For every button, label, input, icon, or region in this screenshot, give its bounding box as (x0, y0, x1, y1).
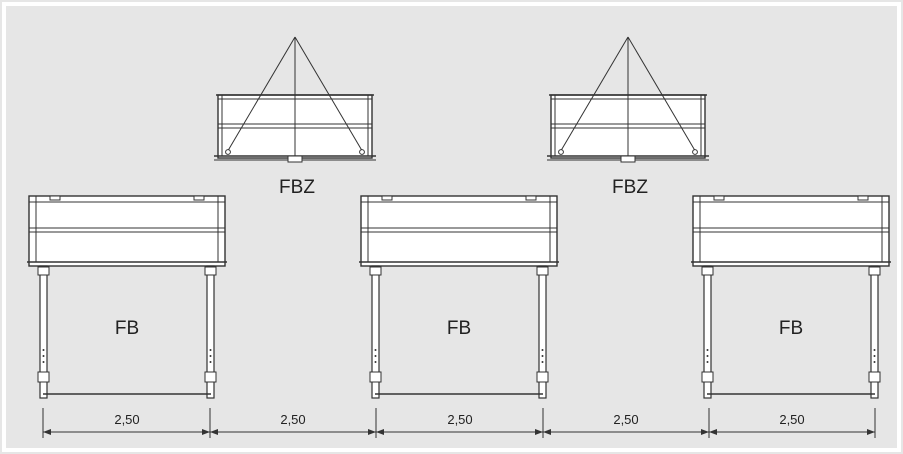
fb-label: FB (115, 318, 139, 339)
fb-support-leg-left (703, 265, 712, 399)
fb-platform-unit-2: FB (359, 195, 559, 399)
fb-support-leg-left (371, 265, 380, 399)
dimension-arrowhead (535, 429, 543, 435)
fb-pin-hole (374, 355, 377, 357)
fbz-label: FBZ (612, 177, 648, 198)
fbz-label: FBZ (279, 177, 315, 198)
fb-clamp-right-bottom (204, 371, 217, 383)
dimension-arrowhead (43, 429, 51, 435)
fb-clamp-right-top (204, 266, 217, 276)
fb-toe-clip-right (193, 195, 205, 201)
fb-clamp-left-bottom (701, 371, 714, 383)
fb-platform-unit-3: FB (691, 195, 891, 399)
fb-platform-unit-1: FB (27, 195, 227, 399)
fb-label: FB (779, 318, 803, 339)
dimension-arrowhead (701, 429, 709, 435)
dimension-value: 2,50 (280, 412, 305, 427)
fb-guardrail-frame (692, 195, 890, 267)
fbz-lug-left (558, 149, 564, 155)
dimension-value: 2,50 (779, 412, 804, 427)
fb-pin-hole (541, 349, 544, 351)
fb-pin-hole (42, 349, 45, 351)
fb-pin-hole (873, 361, 876, 363)
fb-guardrail-frame (28, 195, 226, 267)
fbz-center-plate (287, 155, 303, 163)
fb-pin-hole (374, 361, 377, 363)
dimension-value: 2,50 (114, 412, 139, 427)
fb-support-leg-right (870, 265, 879, 399)
fb-pin-hole (209, 355, 212, 357)
fb-clamp-left-bottom (37, 371, 50, 383)
fb-clamp-right-bottom (536, 371, 549, 383)
fb-pin-hole (42, 361, 45, 363)
fb-pin-hole (873, 349, 876, 351)
fbz-sling-left (558, 36, 629, 155)
fbz-lifting-unit-2: FBZ (547, 36, 709, 198)
fb-toe-clip-right (525, 195, 537, 201)
fb-pin-hole (541, 355, 544, 357)
fb-toe-clip-right (857, 195, 869, 201)
dimension-arrowhead (543, 429, 551, 435)
fb-pin-hole (374, 349, 377, 351)
dimension-value: 2,50 (447, 412, 472, 427)
fb-pin-hole (541, 361, 544, 363)
fb-support-leg-right (538, 265, 547, 399)
fbz-lug-right (692, 149, 698, 155)
fb-pin-hole (209, 349, 212, 351)
fbz-lug-right (359, 149, 365, 155)
fb-clamp-left-top (701, 266, 714, 276)
dimension-arrowhead (202, 429, 210, 435)
dimension-value: 2,50 (613, 412, 638, 427)
fb-clamp-left-bottom (369, 371, 382, 383)
fb-pin-hole (42, 355, 45, 357)
fb-toe-clip-left (713, 195, 725, 201)
fb-guardrail-frame (360, 195, 558, 267)
fbz-lifting-unit-1: FBZ (214, 36, 376, 198)
fb-pin-hole (209, 361, 212, 363)
fb-label: FB (447, 318, 471, 339)
fb-support-leg-left (39, 265, 48, 399)
dimension-arrowhead (376, 429, 384, 435)
dimension-arrowhead (210, 429, 218, 435)
fb-support-leg-right (206, 265, 215, 399)
fbz-lug-left (225, 149, 231, 155)
fb-pin-hole (706, 361, 709, 363)
fb-toe-clip-left (381, 195, 393, 201)
fb-pin-hole (706, 355, 709, 357)
dimension-arrowhead (368, 429, 376, 435)
dimension-chain: 2,50 2,50 2,50 2,50 2,50 (42, 408, 876, 438)
dimension-arrowhead (867, 429, 875, 435)
fbz-center-plate (620, 155, 636, 163)
fb-pin-hole (873, 355, 876, 357)
fbz-sling-right (627, 36, 698, 155)
fb-clamp-left-top (37, 266, 50, 276)
fb-pin-hole (706, 349, 709, 351)
fb-toe-clip-left (49, 195, 61, 201)
fb-clamp-right-bottom (868, 371, 881, 383)
fbz-sling-right (294, 36, 365, 155)
fbz-sling-left (225, 36, 296, 155)
dimension-arrowhead (709, 429, 717, 435)
fb-clamp-right-top (868, 266, 881, 276)
fb-clamp-left-top (369, 266, 382, 276)
fb-clamp-right-top (536, 266, 549, 276)
